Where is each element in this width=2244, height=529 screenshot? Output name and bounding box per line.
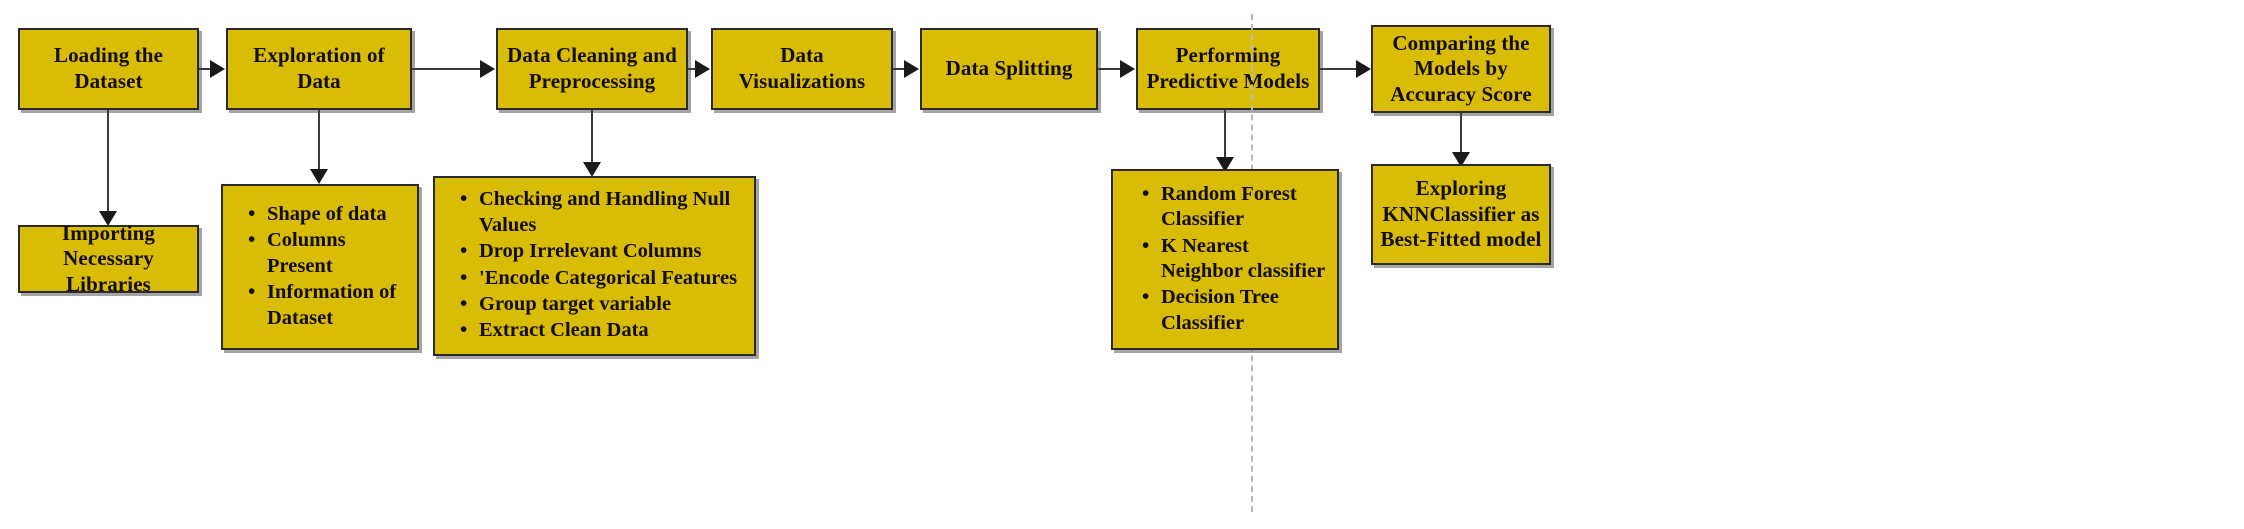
connector-loading-to-exploration (199, 68, 212, 70)
list-item: K Nearest Neighbor classifier (1142, 233, 1327, 285)
arrowhead-cleaning-to-items (583, 162, 601, 177)
connector-predictive-to-models (1224, 110, 1226, 160)
flow-box-label: Loading the Dataset (53, 43, 164, 93)
flow-box-data-visualizations[interactable]: Data Visualizations (711, 28, 893, 110)
arrowhead-splitting-to-predictive (1120, 60, 1135, 78)
flow-box-loading-dataset[interactable]: Loading the Dataset (18, 28, 199, 110)
flow-box-label: Exploration of Data (253, 43, 385, 93)
arrowhead-predictive-to-models (1216, 157, 1234, 172)
arrowhead-visualizations-to-splitting (904, 60, 919, 78)
connector-comparing-to-best-model (1460, 113, 1462, 155)
connector-visualizations-to-splitting (893, 68, 906, 70)
flow-box-data-splitting[interactable]: Data Splitting (920, 28, 1098, 110)
cleaning-items-list: Checking and Handling Null Values Drop I… (435, 186, 754, 344)
flow-box-comparing-models[interactable]: Comparing the Models by Accuracy Score (1371, 25, 1551, 113)
list-item: Group target variable (460, 291, 744, 317)
connector-predictive-to-comparing (1320, 68, 1357, 70)
flow-box-label: Data Splitting (945, 56, 1073, 81)
arrowhead-exploration-to-items (310, 169, 328, 184)
list-item: Information of Dataset (248, 279, 407, 331)
flow-box-label: Comparing the Models by Accuracy Score (1390, 30, 1532, 106)
exploration-items-list: Shape of data Columns Present Informatio… (223, 201, 417, 332)
arrowhead-predictive-to-comparing (1356, 60, 1371, 78)
list-item: Checking and Handling Null Values (460, 186, 744, 238)
arrowhead-loading-to-exploration (210, 60, 225, 78)
list-item: Drop Irrelevant Columns (460, 238, 744, 264)
flow-box-predictive-models[interactable]: Performing Predictive Models (1136, 28, 1320, 110)
list-item: Extract Clean Data (460, 317, 744, 343)
detail-box-importing-libraries[interactable]: Importing Necessary Libraries (18, 221, 199, 296)
arrowhead-cleaning-to-visualizations (695, 60, 710, 78)
flow-box-label: Data Visualizations (738, 43, 866, 93)
flow-box-label: Data Cleaning and Preprocessing (507, 43, 677, 93)
connector-splitting-to-predictive (1098, 68, 1121, 70)
flow-box-exploration-of-data[interactable]: Exploration of Data (226, 28, 412, 110)
detail-list-cleaning-items[interactable]: Checking and Handling Null Values Drop I… (433, 176, 756, 356)
connector-cleaning-to-items (591, 110, 593, 165)
connector-exploration-to-cleaning (412, 68, 481, 70)
arrowhead-comparing-to-best-model (1452, 152, 1470, 167)
detail-list-model-items[interactable]: Random Forest Classifier K Nearest Neigh… (1111, 169, 1339, 350)
connector-loading-to-importing (107, 110, 109, 214)
flow-box-label: Performing Predictive Models (1146, 43, 1310, 93)
detail-list-exploration-items[interactable]: Shape of data Columns Present Informatio… (221, 184, 419, 350)
detail-box-label: Importing Necessary Libraries (61, 220, 156, 296)
list-item: Columns Present (248, 227, 407, 279)
list-item: Decision Tree Classifier (1142, 284, 1327, 336)
flow-box-data-cleaning[interactable]: Data Cleaning and Preprocessing (496, 28, 688, 110)
list-item: Shape of data (248, 201, 407, 227)
arrowhead-exploration-to-cleaning (480, 60, 495, 78)
list-item: 'Encode Categorical Features (460, 264, 744, 291)
detail-box-label: Exploring KNNClassifier as Best-Fitted m… (1380, 176, 1542, 252)
arrowhead-loading-to-importing (99, 211, 117, 226)
model-items-list: Random Forest Classifier K Nearest Neigh… (1113, 181, 1337, 337)
detail-box-best-model[interactable]: Exploring KNNClassifier as Best-Fitted m… (1371, 164, 1551, 265)
connector-exploration-to-items (318, 110, 320, 172)
connector-cleaning-to-visualizations (688, 68, 697, 70)
list-item: Random Forest Classifier (1142, 181, 1327, 233)
